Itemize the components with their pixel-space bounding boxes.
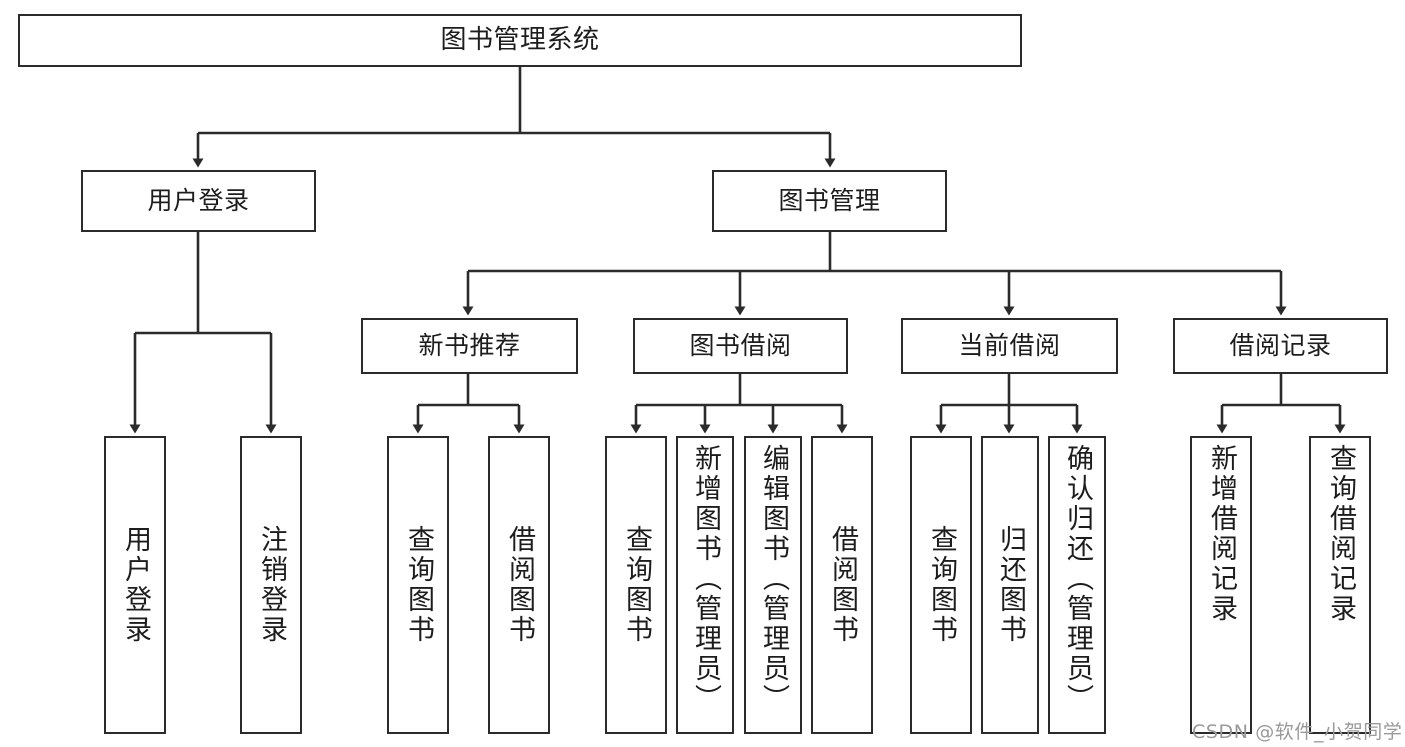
node-label: 图书管理: [778, 186, 881, 216]
leaf-user-login-login[interactable]: 用户登录: [104, 436, 166, 734]
node-label: 借阅记录: [1229, 331, 1332, 361]
node-label: 查询图书: [403, 525, 435, 645]
node-book-management[interactable]: 图书管理: [712, 170, 947, 232]
node-label: 图书管理系统: [440, 25, 600, 56]
leaf-current-borrow-return[interactable]: 归还图书: [981, 436, 1039, 734]
node-borrow-record[interactable]: 借阅记录: [1173, 318, 1388, 374]
node-label: 查询图书: [926, 525, 958, 645]
leaf-current-borrow-confirm-return[interactable]: 确认归还（管理员）: [1048, 436, 1106, 734]
leaf-book-borrow-edit[interactable]: 编辑图书（管理员）: [744, 436, 802, 734]
node-root-book-management-system[interactable]: 图书管理系统: [18, 14, 1022, 67]
node-label: 当前借阅: [958, 331, 1061, 361]
node-new-book-recommend[interactable]: 新书推荐: [361, 318, 578, 374]
node-label: 查询借阅记录: [1325, 444, 1357, 624]
node-label: 图书借阅: [689, 331, 792, 361]
leaf-new-book-borrow[interactable]: 借阅图书: [488, 436, 550, 734]
leaf-book-borrow-borrow[interactable]: 借阅图书: [811, 436, 873, 734]
node-label: 新书推荐: [418, 331, 521, 361]
node-label: 用户登录: [120, 525, 152, 645]
node-current-borrow[interactable]: 当前借阅: [901, 318, 1118, 374]
leaf-borrow-record-query[interactable]: 查询借阅记录: [1309, 436, 1371, 734]
node-book-borrow[interactable]: 图书借阅: [633, 318, 848, 374]
node-label: 借阅图书: [827, 525, 859, 645]
node-label: 归还图书: [995, 525, 1027, 645]
node-label: 新增借阅记录: [1206, 444, 1238, 624]
leaf-book-borrow-query[interactable]: 查询图书: [605, 436, 667, 734]
node-label: 编辑图书（管理员）: [758, 444, 790, 714]
node-label: 确认归还（管理员）: [1062, 444, 1094, 714]
leaf-borrow-record-add[interactable]: 新增借阅记录: [1190, 436, 1252, 734]
leaf-book-borrow-add[interactable]: 新增图书（管理员）: [676, 436, 734, 734]
leaf-user-login-logout[interactable]: 注销登录: [240, 436, 302, 734]
leaf-current-borrow-query[interactable]: 查询图书: [910, 436, 972, 734]
csdn-watermark: CSDN @软件_小贺同学: [1192, 721, 1403, 743]
node-user-login[interactable]: 用户登录: [81, 170, 316, 232]
node-label: 借阅图书: [504, 525, 536, 645]
node-label: 用户登录: [147, 186, 250, 216]
node-label: 注销登录: [256, 525, 288, 645]
leaf-new-book-query[interactable]: 查询图书: [387, 436, 449, 734]
node-label: 新增图书（管理员）: [690, 444, 722, 714]
node-label: 查询图书: [621, 525, 653, 645]
